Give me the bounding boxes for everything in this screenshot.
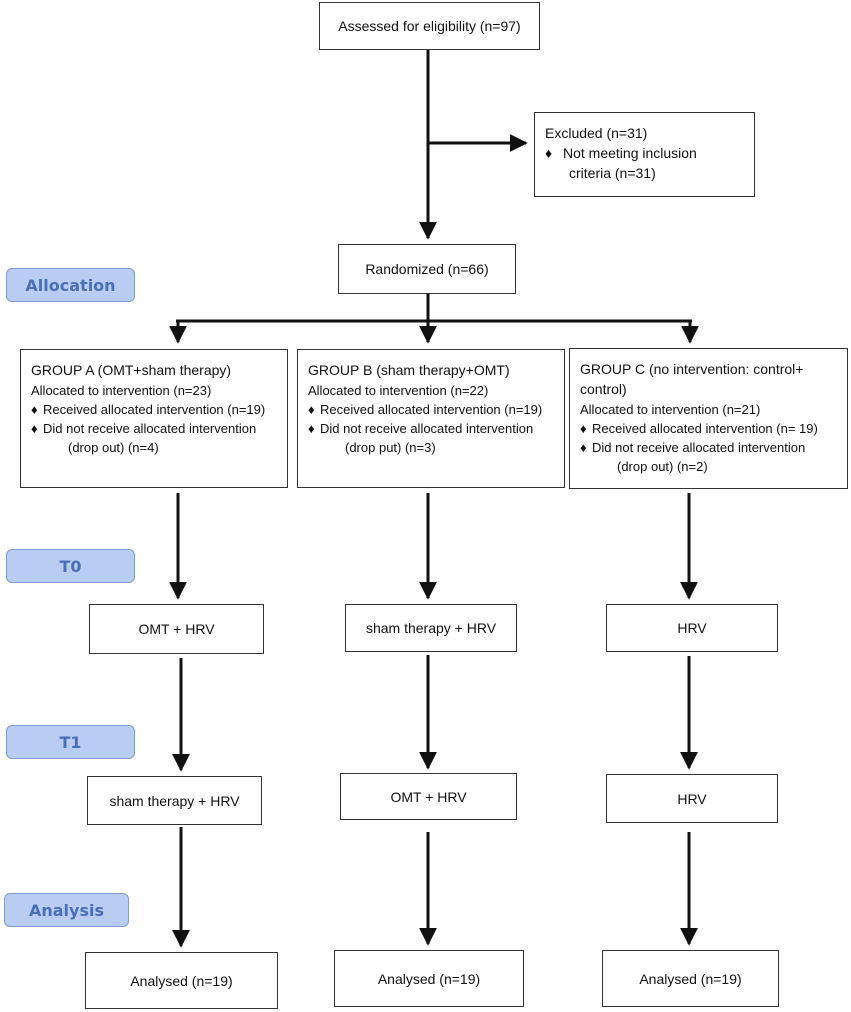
group-c-title-line2: control)	[580, 381, 627, 397]
group-b-allocated: Allocated to intervention (n=22)	[308, 383, 489, 398]
excluded-reason: ♦ Not meeting inclusion	[545, 143, 744, 163]
group-c-t1-box: HRV	[606, 774, 778, 823]
group-b-t1-box: OMT + HRV	[340, 773, 517, 820]
bullet-icon: ♦	[308, 402, 315, 417]
group-c-box: GROUP C (no intervention: control+ contr…	[569, 348, 848, 489]
group-a-allocated: Allocated to intervention (n=23)	[31, 383, 212, 398]
group-a-box: GROUP A (OMT+sham therapy) Allocated to …	[20, 349, 288, 488]
randomized-box: Randomized (n=66)	[338, 244, 516, 294]
group-c-t0-box: HRV	[606, 604, 778, 652]
group-c-allocated: Allocated to intervention (n=21)	[580, 402, 761, 417]
group-a-analysed-box: Analysed (n=19)	[85, 952, 278, 1009]
bullet-icon: ♦	[31, 421, 38, 436]
excluded-reason-line1: Not meeting inclusion	[563, 145, 697, 161]
group-a-t0-box: OMT + HRV	[89, 604, 264, 654]
randomized-label: Randomized (n=66)	[365, 261, 489, 277]
group-c-analysed-box: Analysed (n=19)	[602, 950, 779, 1007]
group-b-not-received: ♦ Did not receive allocated intervention	[308, 421, 534, 436]
group-c-not-received: ♦ Did not receive allocated intervention	[580, 440, 806, 455]
stage-t1: T1	[6, 725, 135, 759]
eligibility-box: Assessed for eligibility (n=97)	[319, 2, 540, 50]
group-b-received: ♦ Received allocated intervention (n=19)	[308, 402, 543, 417]
bullet-icon: ♦	[308, 421, 315, 436]
eligibility-label: Assessed for eligibility (n=97)	[338, 18, 521, 34]
group-a-title: GROUP A (OMT+sham therapy)	[31, 362, 232, 378]
stage-allocation: Allocation	[6, 268, 135, 302]
group-c-received: ♦ Received allocated intervention (n= 19…	[580, 421, 818, 436]
group-b-title: GROUP B (sham therapy+OMT)	[308, 362, 510, 378]
group-b-t0-box: sham therapy + HRV	[345, 604, 517, 652]
group-c-dropout: (drop out) (n=2)	[617, 459, 708, 474]
excluded-title: Excluded (n=31)	[545, 125, 648, 141]
group-a-received: ♦ Received allocated intervention (n=19)	[31, 402, 266, 417]
group-b-analysed-box: Analysed (n=19)	[334, 950, 524, 1007]
stage-analysis: Analysis	[4, 893, 129, 927]
group-a-t1-box: sham therapy + HRV	[87, 776, 262, 825]
group-b-box: GROUP B (sham therapy+OMT) Allocated to …	[297, 349, 565, 488]
group-b-dropout: (drop put) (n=3)	[345, 440, 436, 455]
stage-t0: T0	[6, 549, 135, 583]
group-c-title-line1: GROUP C (no intervention: control+	[580, 361, 804, 377]
bullet-icon: ♦	[580, 421, 587, 436]
bullet-icon: ♦	[545, 145, 553, 161]
bullet-icon: ♦	[31, 402, 38, 417]
group-a-not-received: ♦ Did not receive allocated intervention	[31, 421, 257, 436]
excluded-box: Excluded (n=31) ♦ Not meeting inclusion …	[534, 112, 755, 197]
bullet-icon: ♦	[580, 440, 587, 455]
group-a-dropout: (drop out) (n=4)	[68, 440, 159, 455]
excluded-reason-line2: criteria (n=31)	[569, 165, 656, 181]
